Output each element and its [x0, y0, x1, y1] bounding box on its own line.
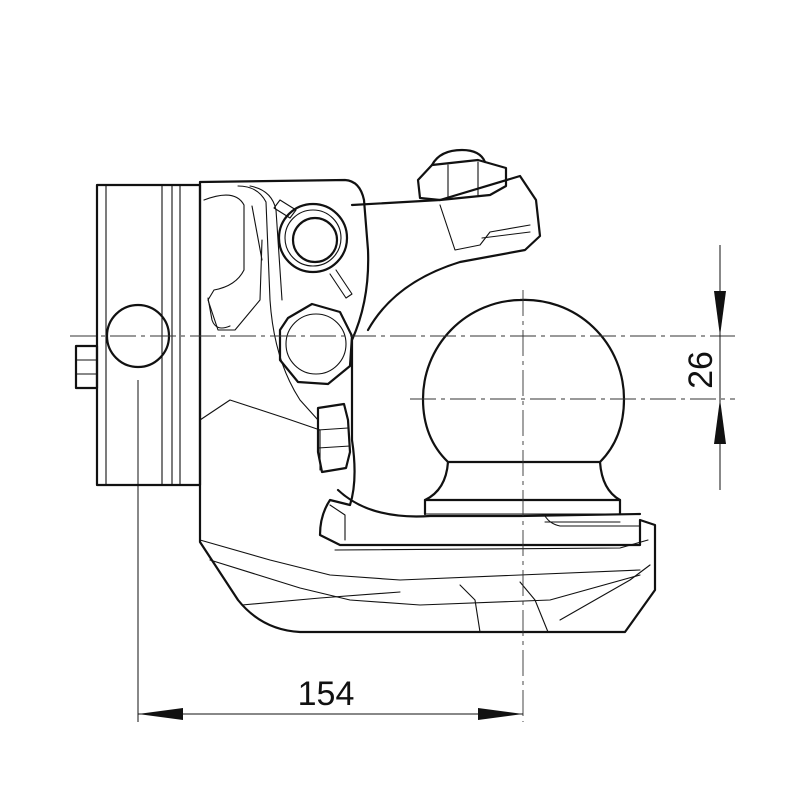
locking-pin: [251, 199, 353, 299]
top-bolt-head: [430, 148, 487, 167]
body-outline: [198, 178, 657, 634]
dimension-arrow-left: [138, 708, 183, 720]
dimension-arrow-right: [478, 708, 523, 720]
dimension-horizontal: 154: [138, 675, 523, 720]
jaw-nut: [316, 402, 352, 474]
dimension-vertical: 26: [682, 245, 726, 490]
dimension-arrow-bottom: [714, 399, 726, 444]
dimension-arrow-top: [714, 291, 726, 336]
pin-head: [291, 216, 339, 264]
coupling-mouth: [336, 488, 642, 527]
center-lines: [70, 290, 735, 722]
center-nut: [278, 302, 354, 386]
upper-arm: [350, 148, 542, 332]
pin-ring: [277, 202, 349, 274]
dimension-label-horizontal: 154: [298, 675, 355, 713]
side-nut: [74, 344, 99, 390]
coupling-ball: [421, 298, 626, 516]
ball-neck: [423, 460, 622, 502]
ball-sphere: [421, 298, 626, 464]
flange-plate: [95, 183, 202, 487]
hitch-body: [198, 178, 657, 634]
dimension-label-vertical: 26: [682, 351, 720, 389]
top-nut: [416, 158, 508, 202]
